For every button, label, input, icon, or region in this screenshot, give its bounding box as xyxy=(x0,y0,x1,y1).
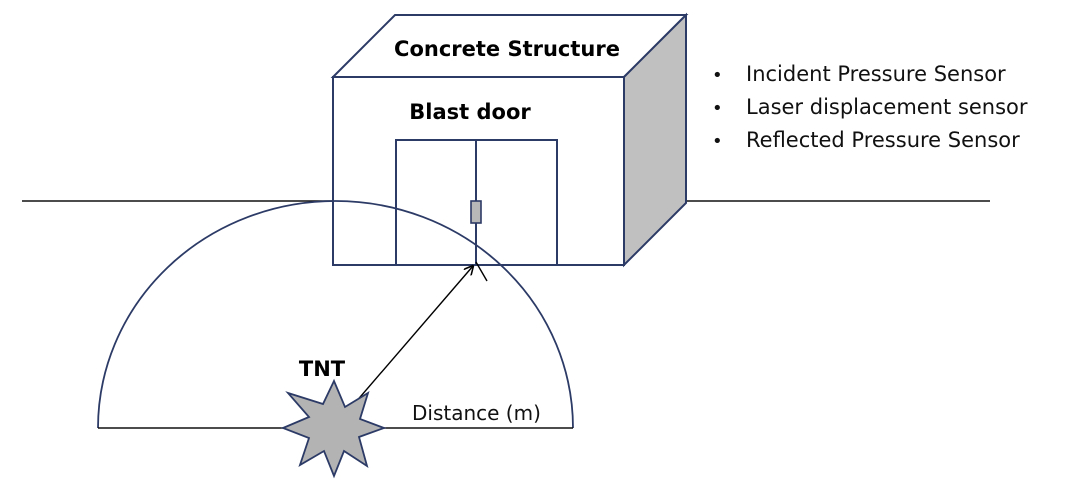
displacement-sensor-mark xyxy=(470,200,482,224)
sensor-label: Reflected Pressure Sensor xyxy=(746,128,1020,152)
sensor-list-item: • Reflected Pressure Sensor xyxy=(712,124,1028,157)
bullet-icon: • xyxy=(712,131,723,152)
tnt-charge-icon xyxy=(280,378,387,479)
concrete-structure xyxy=(330,12,689,268)
tnt-label: TNT xyxy=(299,357,346,381)
sensor-label: Incident Pressure Sensor xyxy=(746,62,1006,86)
standoff-distance-tick xyxy=(475,261,488,282)
structure-title: Concrete Structure xyxy=(394,37,620,61)
sensor-label: Laser displacement sensor xyxy=(746,95,1028,119)
sensor-list: • Incident Pressure Sensor • Laser displac… xyxy=(712,58,1028,157)
structure-front-face xyxy=(332,76,625,266)
bullet-icon: • xyxy=(712,98,723,119)
blast-door-label: Blast door xyxy=(409,100,531,124)
distance-label: Distance (m) xyxy=(412,401,541,425)
sensor-list-item: • Laser displacement sensor xyxy=(712,91,1028,124)
bullet-icon: • xyxy=(712,65,723,86)
sensor-list-item: • Incident Pressure Sensor xyxy=(712,58,1028,91)
blast-wave-hemisphere xyxy=(97,200,574,429)
